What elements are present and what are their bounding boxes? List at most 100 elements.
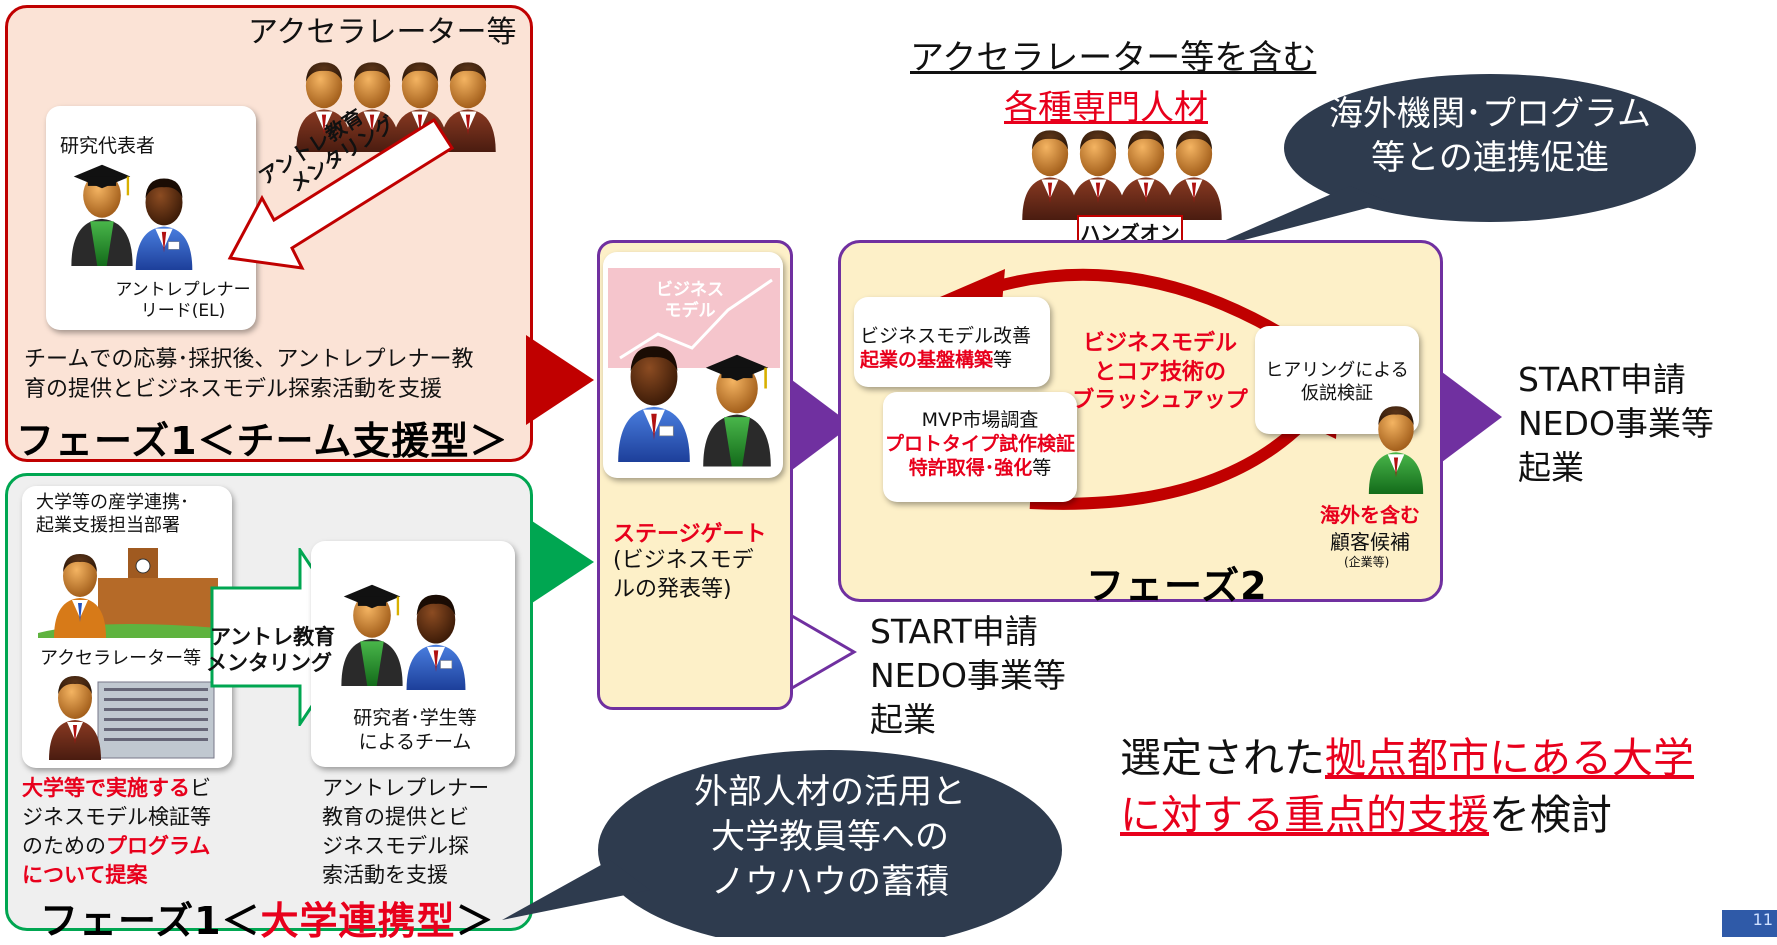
start-right-3: 起業 <box>1518 447 1584 487</box>
customer-label: 顧客候補 <box>1330 530 1410 554</box>
right-line4: 索活動を支援 <box>322 862 448 887</box>
purple-arrow-icon <box>792 380 852 470</box>
mentoring-arrow-icon <box>227 117 455 270</box>
selected-2: 拠点都市にある大学 <box>1325 734 1694 782</box>
center-2: とコア技術の <box>1093 359 1226 385</box>
red-arrow-icon <box>526 335 594 425</box>
center-1: ビジネスモデル <box>1082 331 1237 356</box>
univ-team-icon <box>340 583 467 690</box>
bm-base-black: 等 <box>993 348 1013 371</box>
dept-line2: 起業支援担当部署 <box>36 514 180 536</box>
phase1-team-description: チームでの応募･採択後、アントレプレナー教 育の提供とビジネスモデル探索活動を支… <box>24 345 473 404</box>
el-label-line1: アントレプレナー <box>115 280 251 300</box>
stage-desc-1: (ビジネスモデ <box>613 548 754 573</box>
left-black3: のための <box>22 833 106 858</box>
mvp-red3: 特許取得･強化 <box>908 456 1033 479</box>
desc-line2: 育の提供とビジネスモデル探索活動を支援 <box>24 376 443 402</box>
bubble-top-shape <box>1198 74 1696 252</box>
research-team-icon <box>70 163 193 270</box>
dept-label: 大学等の産学連携･ 起業支援担当部署 <box>36 492 189 537</box>
center-3: ブラッシュアップ <box>1072 388 1248 414</box>
right-line2: 教育の提供とビ <box>322 804 469 829</box>
purple-arrow-right-icon <box>1442 372 1502 462</box>
mvp-black3: 等 <box>1032 456 1052 479</box>
hearing-1: ヒアリングによる <box>1265 360 1409 381</box>
univ-team-card <box>311 541 515 767</box>
univ-arrow-line2: メンタリング <box>206 651 332 676</box>
mvp-1: MVP市場調査 <box>921 409 1039 431</box>
selected-4: を検討 <box>1489 791 1612 840</box>
page-number: 11 <box>1722 910 1777 937</box>
phase1-univ-title: フェーズ1＜大学連携型＞ <box>40 890 495 945</box>
green-arrow-icon <box>526 517 594 607</box>
accelerator-label: アクセラレーター等 <box>248 15 517 50</box>
office-building-icon <box>49 676 215 760</box>
univ-team-label: 研究者･学生等 によるチーム <box>330 707 500 755</box>
bm-base-red: 起業の基盤構築 <box>860 348 994 371</box>
bm-label-2: モデル <box>664 301 716 322</box>
univ-title-red: 大学連携型 <box>260 899 456 943</box>
univ-program-text: 大学等で実施するビ ジネスモデル検証等 のためのプログラム について提案 <box>22 774 211 890</box>
bubble-bottom-2: 大学教員等への <box>711 817 949 858</box>
bm-improve-card <box>854 297 1050 387</box>
team-line1: 研究者･学生等 <box>353 707 477 729</box>
bubble-top-2: 等との連携促進 <box>1371 138 1609 179</box>
univ-title-suffix: ＞ <box>455 899 495 943</box>
univ-arrow-text: アントレ教育 メンタリング <box>206 624 335 677</box>
business-model-chart-icon <box>608 268 780 468</box>
start-right-1: START申請 <box>1518 360 1686 399</box>
left-red1: 大学等で実施する <box>22 776 190 800</box>
bubble-top-1: 海外機関･プログラム <box>1329 94 1651 134</box>
customer-icon <box>1368 406 1424 494</box>
right-line1: アントレプレナー <box>322 776 490 800</box>
desc-line1: チームでの応募･採択後、アントレプレナー教 <box>24 347 474 372</box>
university-building-icon <box>38 548 218 638</box>
hearing-2: 仮説検証 <box>1301 382 1373 404</box>
mvp-card <box>883 392 1077 502</box>
bubble-bottom-shape <box>502 750 1062 937</box>
bm-improve-text: ビジネスモデル改善 起業の基盤構築等 <box>860 325 1031 373</box>
univ-support-text: アントレプレナー 教育の提供とビ ジネスモデル探 索活動を支援 <box>322 774 489 890</box>
univ-title-prefix: フェーズ1＜ <box>40 899 261 943</box>
left-black1: ビ <box>190 776 211 800</box>
el-label: アントレプレナー リード(EL) <box>108 280 258 323</box>
center-text: ビジネスモデル とコア技術の ブラッシュアップ <box>1070 330 1250 416</box>
mvp-2: プロトタイプ試作検証 <box>884 432 1075 455</box>
company-label: (企業等) <box>1344 555 1390 569</box>
start-mid-3: 起業 <box>870 699 936 739</box>
phase2-title: フェーズ2 <box>1086 564 1268 608</box>
start-right-text: START申請 NEDO事業等 起業 <box>1518 358 1714 490</box>
start-mid-1: START申請 <box>870 612 1038 651</box>
bm-improve: ビジネスモデル改善 <box>860 325 1032 347</box>
start-mid-text: START申請 NEDO事業等 起業 <box>870 610 1066 742</box>
right-line3: ジネスモデル探 <box>322 833 469 858</box>
start-right-2: NEDO事業等 <box>1518 403 1714 443</box>
selected-text: 選定された拠点都市にある大学 に対する重点的支援を検討 <box>1120 730 1694 845</box>
stage-gate-desc: (ビジネスモデ ルの発表等) <box>613 547 754 604</box>
dept-line1: 大学等の産学連携･ <box>36 492 189 513</box>
left-line2: ジネスモデル検証等 <box>22 804 211 829</box>
research-rep-label: 研究代表者 <box>60 135 156 157</box>
bm-label-1: ビジネス <box>656 280 724 300</box>
overseas-label: 海外を含む <box>1320 503 1420 527</box>
experts-line1: アクセラレーター等を含む <box>910 38 1317 78</box>
bm-chart-label: ビジネス モデル <box>640 280 740 323</box>
phase1-team-title: フェーズ1＜チーム支援型＞ <box>16 419 509 463</box>
univ-arrow-line1: アントレ教育 <box>210 625 336 649</box>
mvp-text: MVP市場調査 プロトタイプ試作検証 特許取得･強化等 <box>883 409 1077 480</box>
team-line2: によるチーム <box>358 730 472 753</box>
bubble-bottom-1: 外部人材の活用と <box>694 772 966 812</box>
stage-desc-2: ルの発表等) <box>613 576 732 602</box>
experts-line2: 各種専門人材 <box>1004 88 1208 128</box>
univ-accelerator-label: アクセラレーター等 <box>40 648 202 669</box>
selected-3: に対する重点的支援 <box>1120 791 1489 840</box>
left-red4: について提案 <box>22 862 148 887</box>
selected-1: 選定された <box>1120 734 1325 782</box>
bubble-top-text: 海外機関･プログラム 等との連携促進 <box>1310 92 1670 180</box>
el-label-line2: リード(EL) <box>140 301 226 322</box>
stage-exit-arrow-icon <box>791 614 857 690</box>
stage-gate-title: ステージゲート <box>613 522 767 547</box>
bubble-bottom-3: ノウハウの蓄積 <box>711 862 949 903</box>
left-red3: プログラム <box>106 833 211 858</box>
bubble-bottom-text: 外部人材の活用と 大学教員等への ノウハウの蓄積 <box>610 770 1050 906</box>
